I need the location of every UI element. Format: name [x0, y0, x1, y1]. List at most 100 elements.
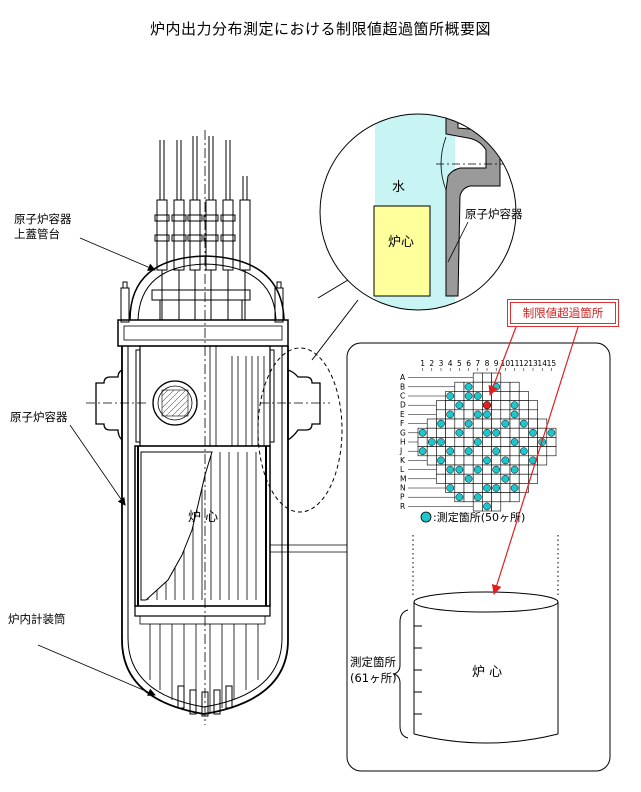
- core-cell: [472, 483, 483, 493]
- measured-point: [473, 410, 482, 419]
- measured-point: [547, 428, 556, 437]
- inset-circle: [319, 113, 517, 311]
- core-cell: [445, 473, 456, 484]
- core-cell: [537, 418, 548, 429]
- core-cell: [454, 391, 465, 401]
- core-cell: [491, 455, 502, 466]
- label-head-penetration-1: 原子炉容器: [14, 212, 72, 226]
- core-cell: [436, 446, 446, 457]
- core-cell: [500, 483, 511, 493]
- measured-point: [492, 484, 501, 492]
- core-cell: [518, 409, 529, 420]
- core-cell: [509, 381, 520, 392]
- row-label: M: [400, 474, 406, 483]
- core-cell: [491, 501, 502, 512]
- row-label: E: [400, 410, 405, 419]
- core-cell: [445, 455, 456, 466]
- core-cell: [454, 409, 465, 420]
- core-cell: [528, 473, 538, 484]
- measured-point: [455, 465, 464, 474]
- column-label: 8: [485, 359, 490, 368]
- measured-point: [519, 447, 528, 456]
- measured-point: [483, 484, 491, 492]
- measured-point: [464, 474, 473, 483]
- measured-point: [464, 392, 473, 400]
- inlet-nozzle-left: [86, 368, 148, 442]
- column-label: 9: [494, 359, 499, 368]
- measured-point: [501, 419, 510, 428]
- core-cell: [472, 455, 483, 466]
- core-cell: [500, 391, 511, 401]
- vessel-wall-section: [445, 114, 501, 297]
- cylinder-ticks: [414, 625, 422, 715]
- measured-point: [492, 447, 501, 456]
- measured-point: [492, 465, 501, 474]
- core-cell: [509, 427, 520, 438]
- label-vessel: 原子炉容器: [10, 410, 68, 424]
- core-cell: [445, 427, 456, 438]
- column-label: 5: [457, 359, 462, 368]
- measured-point: [473, 392, 482, 400]
- measure-bracket: [392, 609, 409, 739]
- core-cell: [500, 427, 511, 438]
- core-cell: [436, 473, 446, 484]
- core-cell: [500, 446, 511, 457]
- core-cell: [528, 400, 538, 411]
- measured-point: [464, 419, 473, 428]
- core-cell: [436, 400, 446, 411]
- measured-legend-dot: [420, 511, 432, 523]
- column-label: 3: [439, 359, 444, 368]
- core-cell: [454, 381, 465, 392]
- core-cell: [426, 418, 437, 429]
- row-label: G: [400, 428, 406, 437]
- label-core-main: 炉 心: [188, 510, 219, 525]
- core-cell: [426, 446, 437, 457]
- measured-point: [501, 456, 510, 465]
- core-cell: [454, 418, 465, 429]
- core-cell: [463, 455, 474, 466]
- core-cell: [518, 437, 529, 447]
- label-measure-points-2: (61ヶ所): [350, 671, 397, 685]
- row-label: K: [400, 456, 406, 465]
- core-cell: [436, 427, 446, 438]
- core-cell: [491, 437, 502, 447]
- measured-point: [446, 465, 455, 474]
- support-columns: [209, 346, 265, 446]
- core-cell: [528, 446, 538, 457]
- measured-point: [455, 401, 464, 410]
- measured-point: [510, 484, 519, 492]
- measured-point: [473, 465, 482, 474]
- leader-lines: [37, 237, 156, 696]
- measured-point: [510, 465, 519, 474]
- measured-point: [510, 410, 519, 419]
- core-cell: [491, 473, 502, 484]
- crdm-housings: [151, 136, 251, 321]
- row-label: N: [400, 484, 406, 493]
- core-cell: [454, 473, 465, 484]
- flange-studs: [120, 281, 284, 323]
- row-label: L: [400, 465, 405, 474]
- core-cell: [472, 446, 483, 457]
- core-cell: [500, 381, 511, 392]
- core-cell: [537, 455, 548, 466]
- measured-point: [483, 502, 491, 511]
- measured-point: [464, 382, 473, 391]
- core-cell: [518, 455, 529, 466]
- core-cell: [509, 391, 520, 401]
- core-cell: [509, 418, 520, 429]
- exceed-callout-text: 制限値超過箇所: [510, 302, 616, 324]
- label-core-cylinder: 炉 心: [472, 665, 503, 680]
- measured-point: [446, 392, 455, 400]
- core-cell: [436, 409, 446, 420]
- measured-point: [473, 493, 482, 502]
- column-label: 6: [466, 359, 471, 368]
- detail-panel: [270, 342, 611, 772]
- exceed-callout: 制限値超過箇所: [507, 299, 619, 327]
- measured-point: [455, 428, 464, 437]
- row-label: C: [400, 392, 405, 401]
- row-label: A: [400, 373, 406, 382]
- core-cell: [482, 372, 492, 383]
- core-region: [373, 205, 431, 297]
- core-cell: [454, 437, 465, 447]
